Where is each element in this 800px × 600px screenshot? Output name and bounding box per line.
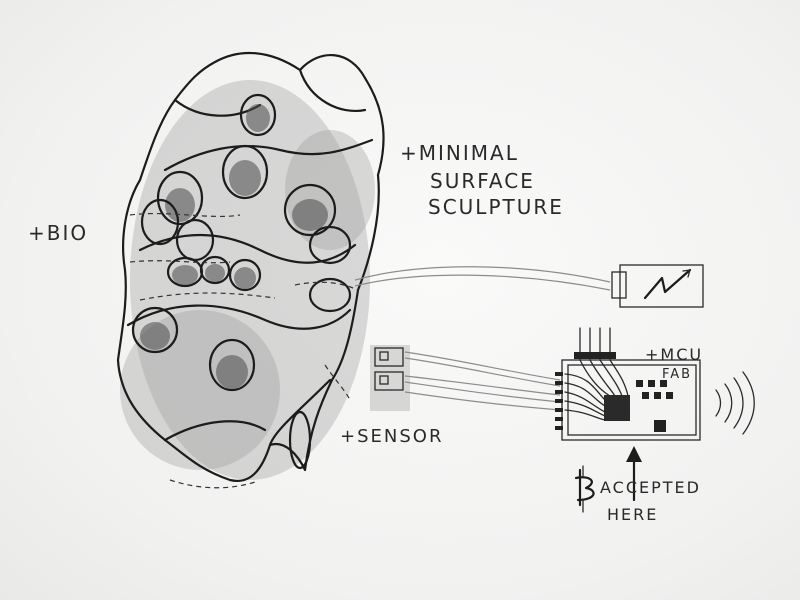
label-accepted: ACCEPTED: [600, 478, 701, 497]
label-minimal: +MINIMAL: [400, 141, 519, 165]
label-surface: SURFACE: [430, 169, 535, 193]
minimal-surface-sculpture: [116, 51, 385, 489]
lightning-icon: [643, 268, 692, 300]
power-module: [354, 264, 704, 308]
label-mcu: +MCU: [645, 345, 703, 364]
sculpture-label: +MINIMAL SURFACE SCULPTURE: [400, 141, 564, 219]
wireless-waves-icon: [715, 371, 755, 435]
bitcoin-icon: [574, 465, 595, 513]
sculpture-holes: [131, 93, 352, 470]
label-fab: FAB: [662, 367, 692, 382]
label-sculpture: SCULPTURE: [428, 195, 564, 219]
mcu-board: +MCU FAB: [555, 327, 755, 441]
label-here: HERE: [607, 505, 658, 524]
label-sensor: +SENSOR: [340, 426, 443, 447]
sensor-module: [370, 345, 561, 411]
up-arrow-icon: [626, 446, 642, 502]
label-bio: +BIO: [28, 221, 88, 245]
